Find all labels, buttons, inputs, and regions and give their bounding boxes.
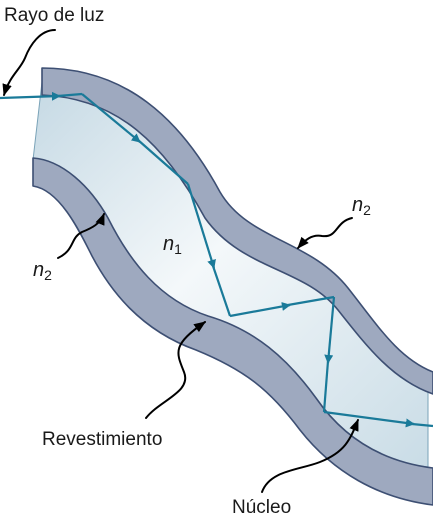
light-ray-label: Rayo de luz bbox=[4, 5, 105, 26]
ray-segment-3 bbox=[137, 139, 189, 185]
cladding-label: Revestimiento bbox=[42, 429, 163, 450]
ray-segment-11 bbox=[411, 422, 433, 428]
n2-symbol-right: n bbox=[352, 194, 364, 216]
pointer-light-ray bbox=[2, 29, 56, 97]
ray-segment-8 bbox=[324, 296, 336, 364]
pointer-core bbox=[261, 418, 359, 493]
light-ray bbox=[0, 91, 433, 428]
n2-subscript-right: 2 bbox=[363, 202, 371, 218]
pointer-cladding bbox=[145, 321, 206, 419]
ray-segment-2 bbox=[81, 93, 141, 143]
ray-segment-10 bbox=[323, 410, 415, 428]
n1-label: n1 bbox=[163, 234, 182, 256]
pointers bbox=[2, 29, 359, 493]
n2-label-right: n2 bbox=[352, 195, 371, 217]
ray-segment-1 bbox=[57, 92, 83, 98]
n1-subscript: 1 bbox=[174, 241, 182, 257]
pointer-n2-left bbox=[57, 212, 105, 259]
ray-segment-incoming bbox=[0, 91, 61, 101]
core-label: Núcleo bbox=[232, 497, 292, 518]
ray-segment-5 bbox=[211, 265, 232, 317]
fiber-core bbox=[32, 81, 429, 468]
n1-symbol: n bbox=[163, 233, 175, 255]
n2-label-left: n2 bbox=[33, 260, 52, 282]
ray-segment-6 bbox=[229, 302, 291, 318]
ray-segment-7 bbox=[287, 295, 335, 307]
n2-subscript-left: 2 bbox=[44, 267, 52, 283]
n2-symbol-left: n bbox=[33, 259, 45, 281]
pointer-n2-right bbox=[297, 217, 353, 249]
ray-segment-4 bbox=[186, 183, 216, 269]
lower-cladding bbox=[32, 157, 433, 506]
ray-segment-9 bbox=[322, 360, 330, 413]
